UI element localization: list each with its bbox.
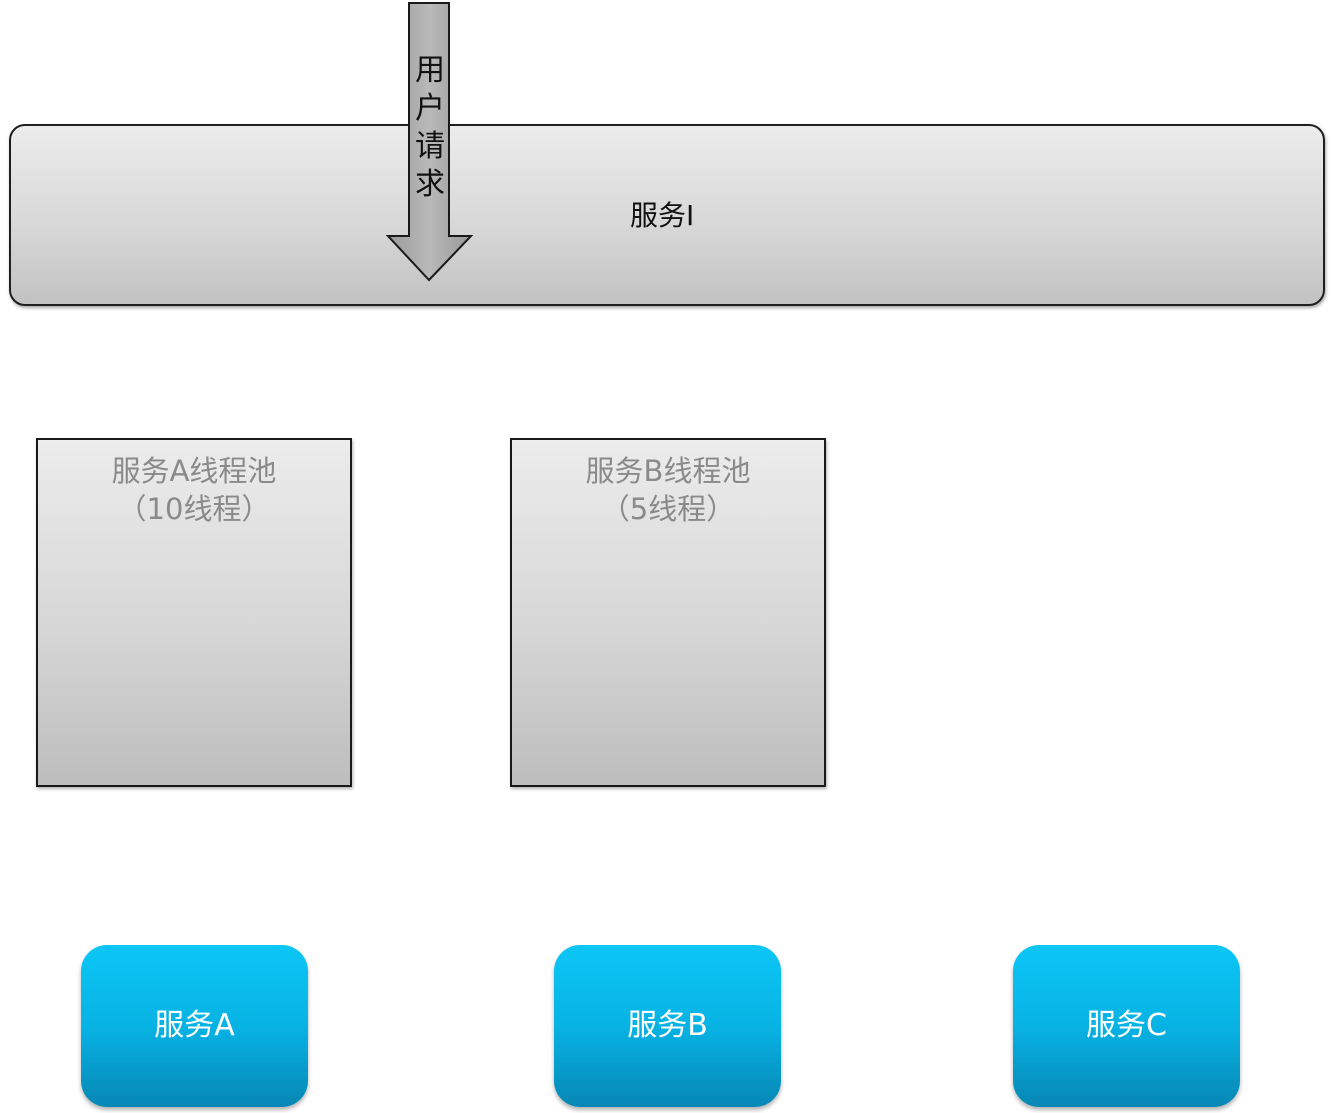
service-a-thread-pool: 服务A线程池 （10线程）: [36, 438, 352, 787]
user-request-label: 用户请求: [415, 53, 445, 202]
service-b-label: 服务B: [627, 1008, 708, 1043]
service-i-label: 服务I: [630, 199, 695, 232]
service-b-thread-pool: 服务B线程池 （5线程）: [510, 438, 826, 787]
service-c-label: 服务C: [1086, 1008, 1167, 1043]
pool-subtitle: （10线程）: [117, 492, 271, 526]
service-i-container: [9, 124, 1325, 306]
pool-title: 服务B线程池: [585, 454, 751, 488]
user-request-arrow: [386, 2, 474, 282]
service-a-label: 服务A: [154, 1008, 235, 1043]
pool-title: 服务A线程池: [111, 454, 277, 488]
service-b-box: 服务B: [554, 945, 781, 1107]
pool-subtitle: （5线程）: [600, 492, 736, 526]
service-a-box: 服务A: [81, 945, 308, 1107]
service-c-box: 服务C: [1013, 945, 1240, 1107]
